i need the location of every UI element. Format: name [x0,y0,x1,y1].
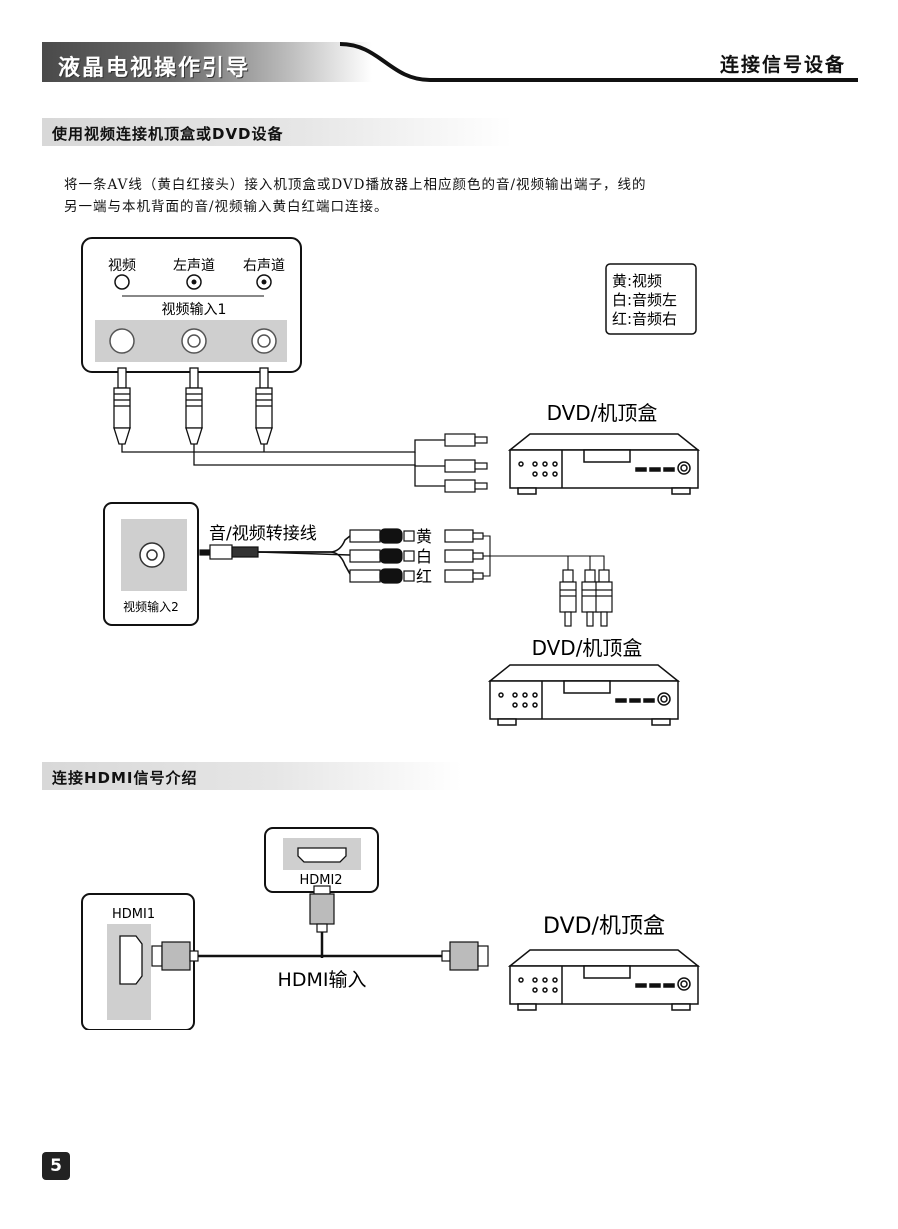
adapter-cable [257,535,351,575]
hdmi1-label: HDMI1 [112,907,155,922]
header-divider [339,42,858,82]
diagram-hdmi-connection: HDMI2 HDMI1 HDMI输入 DVD/机顶盒 [81,827,701,1030]
label-red: 红 [416,567,432,586]
rca-plug-icon [113,367,273,445]
hdmi2-label: HDMI2 [299,873,342,888]
header-right-title: 连接信号设备 [719,54,846,76]
section1-title: 使用视频连接机顶盒或DVD设备 [52,125,284,143]
av-cable-2 [483,535,605,577]
hdmi-port-icon [297,847,347,863]
minijack-plug-icon [199,544,259,560]
dvd-player-icon [487,664,681,726]
rca-socket-icon [349,528,415,584]
color-legend-box [605,263,697,335]
jack-symbol-video-icon [114,274,130,290]
av-cable [121,439,445,487]
section2-title: 连接HDMI信号介绍 [52,769,198,787]
diagram-av-adapter: 视频输入2 音/视频转接线 黄 白 红 DVD/机顶盒 [103,502,681,726]
page-number: 5 [42,1152,70,1180]
hdmi-plug-horizontal-icon [441,941,489,971]
label-yellow: 黄 [416,527,432,546]
hdmi-port-vertical-icon [119,935,143,985]
dvd-label-2: DVD/机顶盒 [532,636,643,660]
panel-label-av1: 视频输入1 [162,302,227,318]
label-left-channel: 左声道 [173,258,215,274]
dvd-player-icon [507,433,701,495]
section1-paragraph-line2: 另一端与本机背面的音/视频输入黄白红端口连接。 [64,199,389,215]
dvd-player-icon [507,949,701,1011]
hdmi-plug-horizontal-icon [151,941,199,971]
av-port-icon [109,328,277,354]
rca-plug-horizontal-icon [444,433,488,493]
rca-plug-horizontal-icon [444,529,484,583]
header-banner [42,42,372,82]
legend-yellow: 黄:视频 [612,272,662,290]
section1-paragraph-line1: 将一条AV线（黄白红接头）接入机顶盒或DVD播放器上相应颜色的音/视频输出端子，… [64,177,647,193]
legend-white: 白:音频左 [612,291,677,309]
panel-label-av2: 视频输入2 [123,599,179,614]
header-left-title: 液晶电视操作引导 [58,56,251,81]
dvd-label-3: DVD/机顶盒 [543,914,665,939]
label-right-channel: 右声道 [243,258,285,274]
diagram-av-connection: 视频 左声道 右声道 视频输入1 黄:视频 白:音 [81,237,701,495]
adapter-cable-label: 音/视频转接线 [209,524,317,544]
dvd-label-1: DVD/机顶盒 [547,401,658,425]
legend-red: 红:音频右 [612,310,677,328]
section2-bar [42,762,462,790]
label-video: 视频 [108,258,136,274]
rca-plug-icon [559,569,613,627]
hdmi-plug-vertical-icon [309,885,335,933]
section1-bar [42,118,512,146]
hdmi-cable-label: HDMI输入 [278,969,367,991]
label-white: 白 [416,547,432,566]
